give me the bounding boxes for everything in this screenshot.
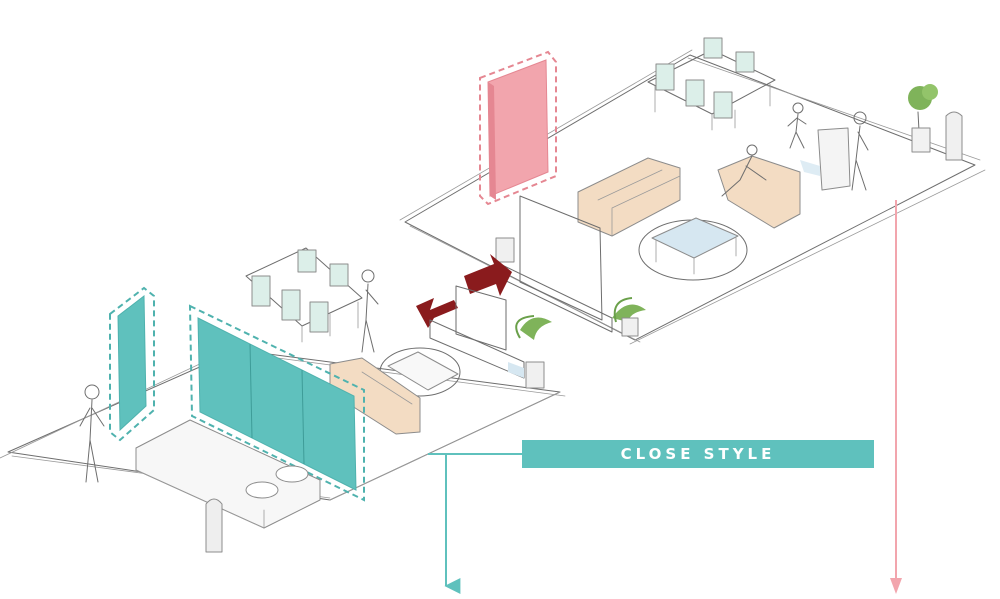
dining-set-front [245,247,363,343]
plant-front [515,315,552,389]
coffee-table-front [379,347,461,397]
people-back-room [721,102,869,197]
dining-set-back [647,37,776,131]
pink-down-arrowhead [890,578,902,594]
sofa-back-room [577,155,801,237]
speaker-front [205,498,223,553]
person-front-left [79,384,105,483]
pink-partition-panel [479,50,557,206]
close-style-label-text: CLOSE STYLE [620,445,776,463]
teal-partition-large [188,304,365,502]
teal-partition-small [109,286,155,442]
plant-back-partition [612,297,646,337]
floor-outline-back [399,49,986,345]
coffee-table-back [638,217,748,281]
tv-console-front [429,285,525,379]
plant-back-right [908,84,963,161]
close-style-label: CLOSE STYLE [522,440,874,468]
move-arrows-red [416,254,512,328]
label-bar-background [522,440,874,468]
person-front-standing [361,269,379,353]
bed [135,419,321,529]
